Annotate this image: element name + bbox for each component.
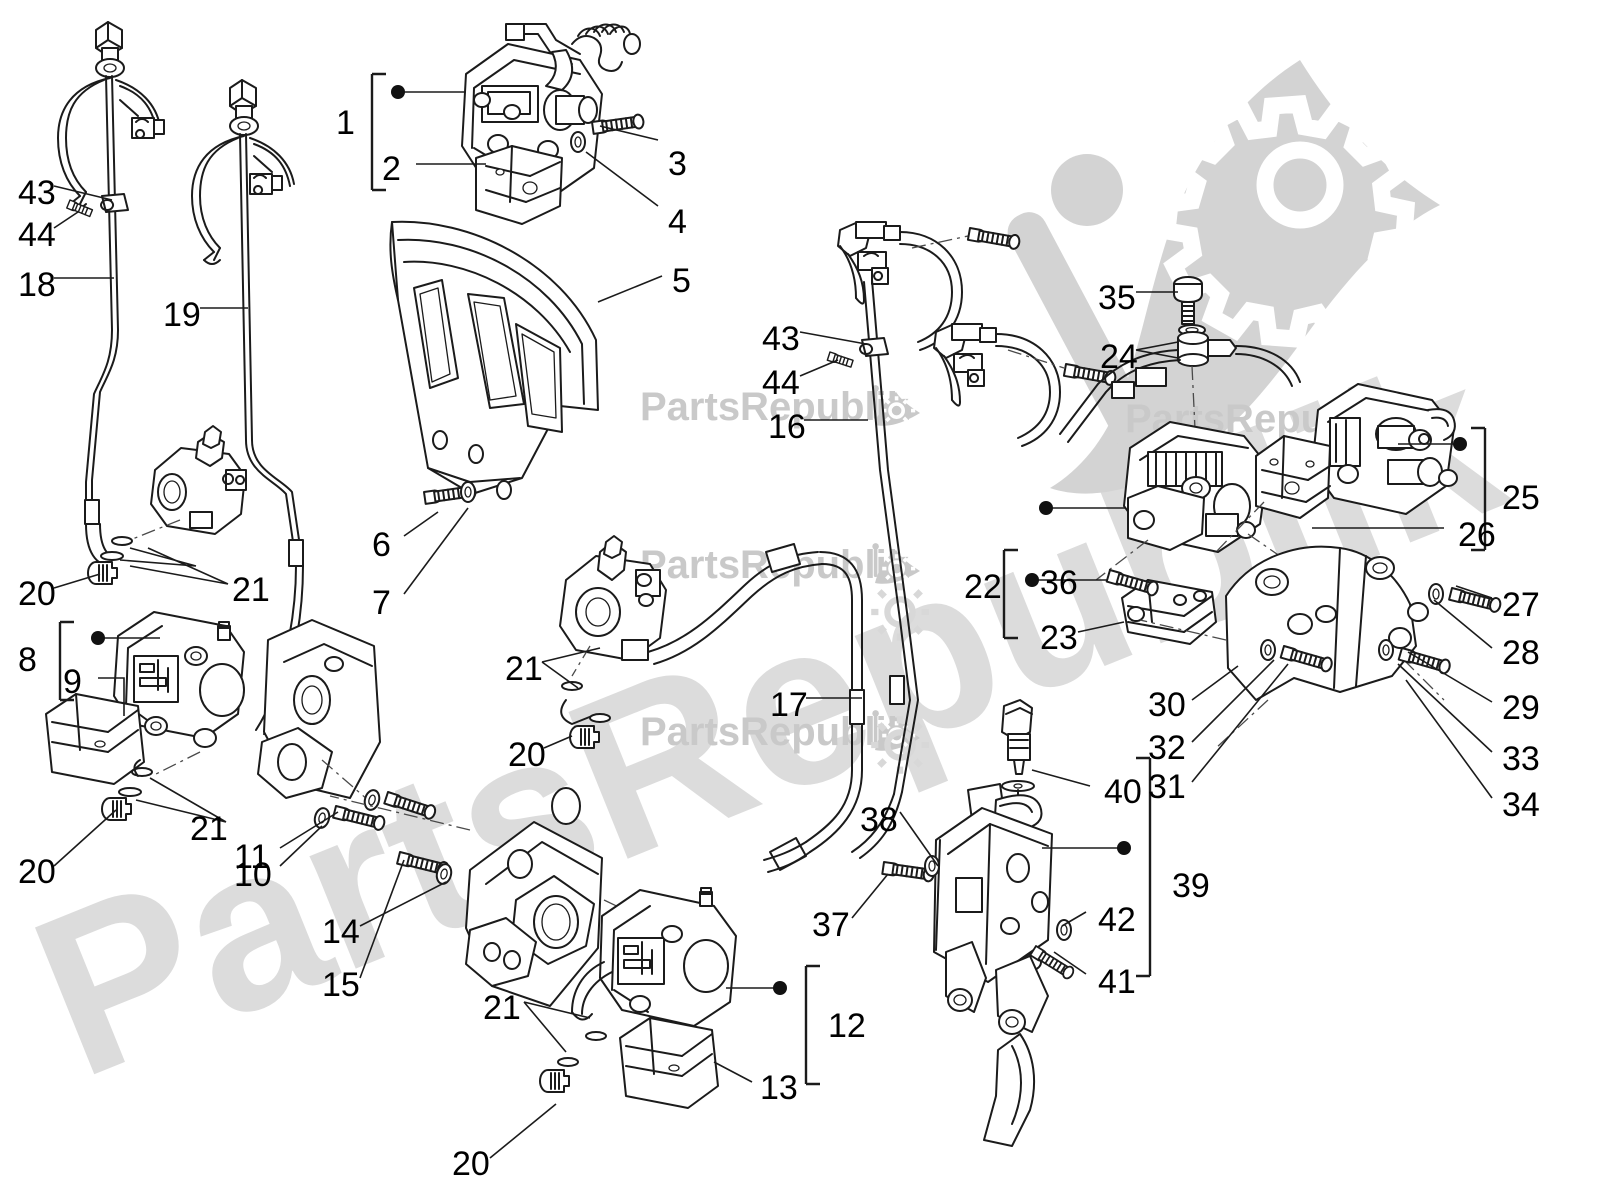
callout-36: 36 (1040, 564, 1078, 602)
callout-41: 41 (1098, 963, 1136, 1001)
callout-23: 23 (1040, 619, 1078, 657)
brake-pipe-left-assembly (57, 21, 165, 567)
callout-28: 28 (1502, 634, 1540, 672)
callout-32: 32 (1148, 729, 1186, 767)
brake-hose-junction-right (826, 221, 1118, 859)
callout-16: 16 (768, 408, 806, 446)
rear-caliper-unit-22 (1095, 421, 1301, 645)
callout-6: 6 (372, 526, 391, 564)
callout-21d: 21 (483, 989, 521, 1027)
rear-caliper-assembly-top (461, 23, 646, 225)
callout-25: 25 (1502, 479, 1540, 517)
callout-13: 13 (760, 1069, 798, 1107)
callout-21c: 21 (505, 650, 543, 688)
inline-watermark: PartsRepublik (640, 385, 910, 429)
callout-39: 39 (1172, 867, 1210, 905)
callout-3: 3 (668, 145, 687, 183)
callout-14: 14 (322, 913, 360, 951)
callout-19: 19 (163, 296, 201, 334)
leader-lines (53, 72, 1493, 1159)
callout-43a: 43 (18, 174, 56, 212)
callout-18: 18 (18, 266, 56, 304)
callout-11: 11 (234, 838, 270, 876)
callout-15: 15 (322, 966, 360, 1004)
callout-17: 17 (770, 686, 808, 724)
callout-31: 31 (1148, 768, 1186, 806)
callout-21a: 21 (232, 571, 270, 609)
callout-20a: 20 (18, 575, 56, 613)
callout-35: 35 (1098, 279, 1136, 317)
front-master-cylinder (87, 425, 247, 585)
callout-21b: 21 (190, 810, 228, 848)
callout-44b: 44 (762, 364, 800, 402)
return-spring (545, 23, 641, 91)
front-left-caliper-assembly (45, 611, 245, 821)
callout-27: 27 (1502, 586, 1540, 624)
caliper-bracket-30 (1139, 545, 1503, 749)
brake-pedal-assembly (881, 699, 1077, 1147)
front-fork-bracket-centre (311, 787, 701, 1007)
callout-1: 1 (336, 104, 355, 142)
callout-9: 9 (63, 663, 82, 701)
callout-2: 2 (382, 150, 401, 188)
bleed-screw (1173, 276, 1203, 325)
callout-29: 29 (1502, 689, 1540, 727)
callout-20b: 20 (18, 853, 56, 891)
front-right-caliper-assembly (539, 887, 737, 1109)
callout-30: 30 (1148, 686, 1186, 724)
hose-union-fitting (1059, 276, 1301, 451)
gear-icon (1157, 94, 1416, 349)
callout-38: 38 (860, 801, 898, 839)
callout-5: 5 (672, 262, 691, 300)
callout-20d: 20 (452, 1145, 490, 1183)
callout-20c: 20 (508, 736, 546, 774)
rear-caliper-unit-25 (1215, 383, 1458, 553)
callout-10: 10 (234, 856, 272, 894)
brake-disc-guard (389, 220, 599, 506)
callout-7: 7 (372, 584, 391, 622)
callout-33: 33 (1502, 740, 1540, 778)
callout-8: 8 (18, 641, 37, 679)
callout-43b: 43 (762, 320, 800, 358)
callout-42: 42 (1098, 901, 1136, 939)
callout-22: 22 (964, 568, 1002, 606)
callout-40: 40 (1104, 773, 1142, 811)
front-master-cylinder-centre (559, 535, 865, 873)
front-fork-bracket-left (257, 619, 438, 822)
callout-4: 4 (668, 203, 687, 241)
gear-watermark-small (871, 583, 929, 774)
callout-26: 26 (1458, 516, 1496, 554)
callout-34: 34 (1502, 786, 1540, 824)
callout-37: 37 (812, 906, 850, 944)
callout-44a: 44 (18, 216, 56, 254)
callout-24: 24 (1100, 338, 1138, 376)
callout-12: 12 (828, 1007, 866, 1045)
brake-light-switch (1001, 699, 1035, 825)
